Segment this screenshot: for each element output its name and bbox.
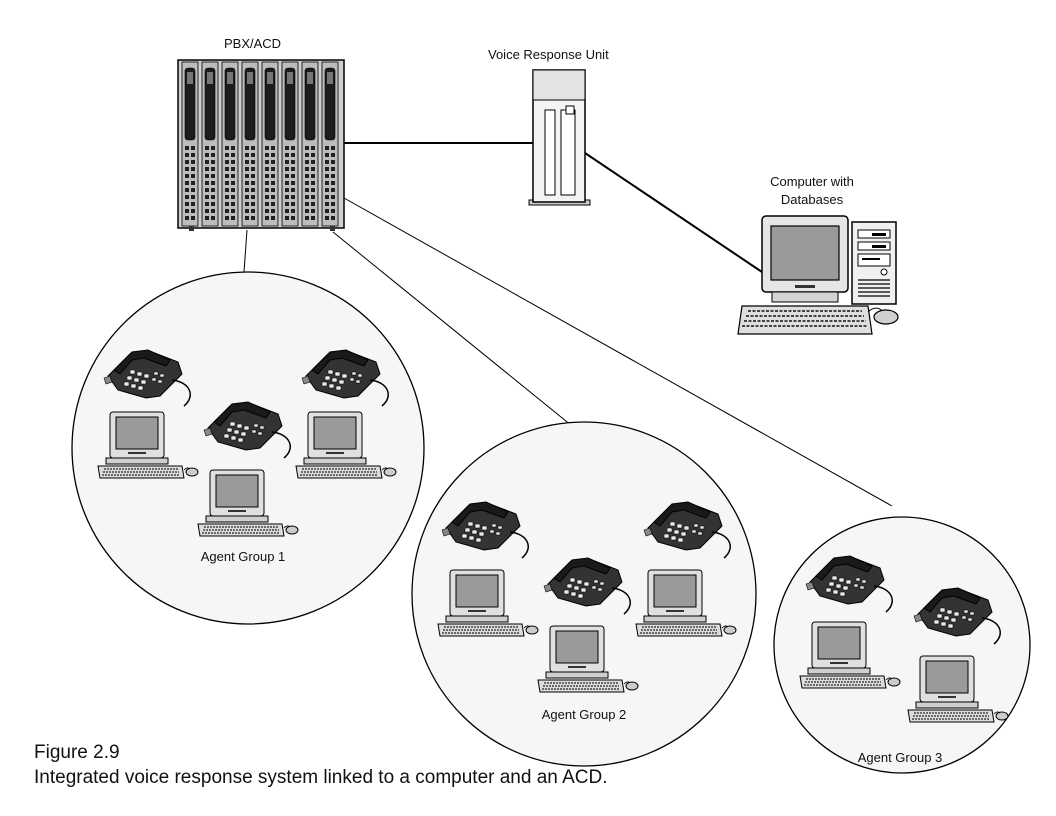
agent-group-2 xyxy=(411,421,757,767)
figure-number: Figure 2.9 xyxy=(34,742,120,763)
vru-label: Voice Response Unit xyxy=(488,47,609,62)
connection-lines xyxy=(243,142,893,507)
group2-label: Agent Group 2 xyxy=(542,707,627,722)
agent-group-3 xyxy=(773,516,1031,774)
voice-response-unit xyxy=(528,69,591,206)
link-pbx-group2 xyxy=(332,231,578,431)
figure-caption: Figure 2.9 Integrated voice response sys… xyxy=(34,740,607,790)
pbx-acd-cabinet xyxy=(177,59,345,231)
group3-label: Agent Group 3 xyxy=(858,750,943,765)
link-pbx-group1 xyxy=(243,229,248,273)
link-vru-computer xyxy=(584,152,763,273)
computer-label-line1: Computer with xyxy=(770,174,854,189)
group1-label: Agent Group 1 xyxy=(201,549,286,564)
figure-description: Integrated voice response system linked … xyxy=(34,767,608,788)
computer-label-line2: Databases xyxy=(781,192,844,207)
pbx-label: PBX/ACD xyxy=(224,36,281,51)
link-pbx-group3 xyxy=(343,197,893,507)
database-computer xyxy=(737,215,899,335)
agent-group-1 xyxy=(71,271,425,625)
